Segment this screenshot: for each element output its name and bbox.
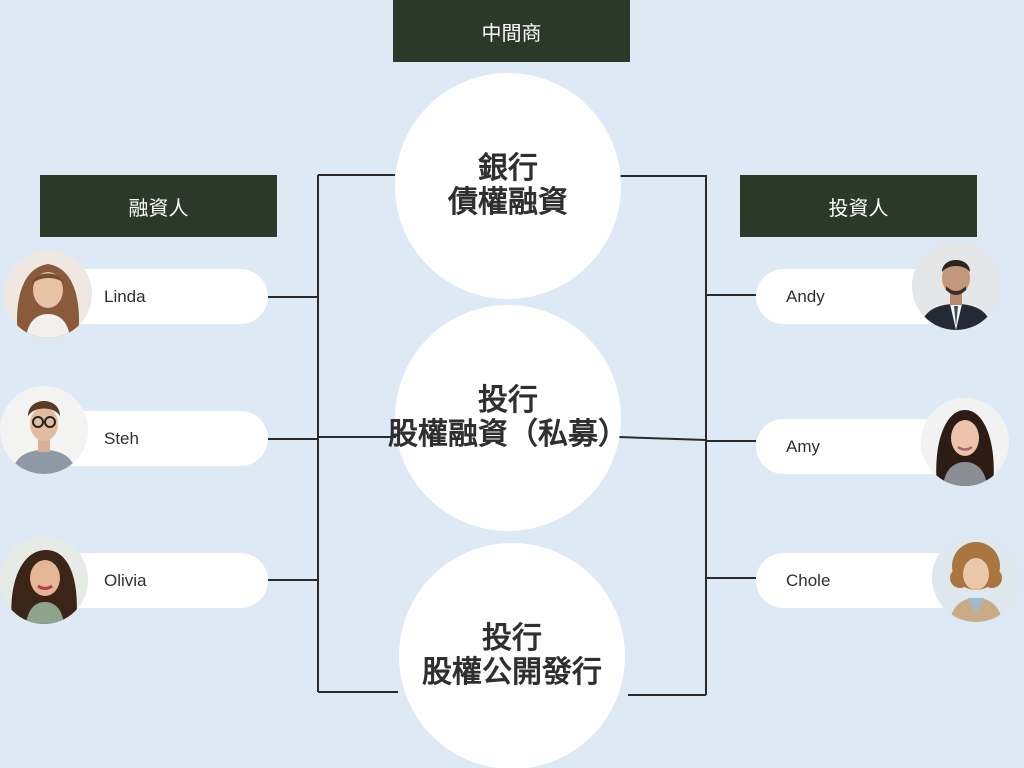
- person-photo-icon: [0, 386, 88, 474]
- middle-link-right: [617, 436, 707, 441]
- channel-line1: 投行: [482, 620, 542, 656]
- person-photo-icon: [4, 250, 92, 338]
- person-name: Chole: [786, 570, 831, 590]
- channel-ib-public-offering: 投行 股權公開發行: [399, 543, 625, 768]
- channel-line2: 債權融資: [448, 185, 568, 220]
- investor-header: 投資人: [740, 175, 977, 237]
- avatar-andy: [912, 242, 1000, 330]
- channel-bank-debt: 銀行 債權融資: [395, 73, 621, 299]
- person-name: Andy: [786, 286, 825, 306]
- channel-line2: 股權融資（私募）: [388, 417, 628, 452]
- avatar-amy: [921, 398, 1009, 486]
- person-name: Amy: [786, 436, 820, 456]
- avatar-steh: [0, 386, 88, 474]
- financier-label: 融資人: [128, 195, 189, 220]
- avatar-chole: [932, 534, 1020, 622]
- channel-line1: 投行: [478, 382, 538, 418]
- channel-line2: 股權公開發行: [422, 655, 602, 690]
- avatar-linda: [4, 250, 92, 338]
- person-photo-icon: [0, 536, 88, 624]
- person-photo-icon: [932, 534, 1020, 622]
- middleman-header: 中間商: [393, 0, 630, 62]
- channel-line1: 銀行: [478, 150, 538, 186]
- person-name: Linda: [104, 286, 146, 306]
- middleman-label: 中間商: [481, 20, 542, 45]
- person-name: Steh: [104, 428, 139, 448]
- investor-label: 投資人: [828, 195, 889, 220]
- person-name: Olivia: [104, 570, 147, 590]
- avatar-olivia: [0, 536, 88, 624]
- person-photo-icon: [912, 242, 1000, 330]
- financier-header: 融資人: [40, 175, 277, 237]
- person-photo-icon: [921, 398, 1009, 486]
- channel-ib-private-equity: 投行 股權融資（私募）: [388, 305, 628, 531]
